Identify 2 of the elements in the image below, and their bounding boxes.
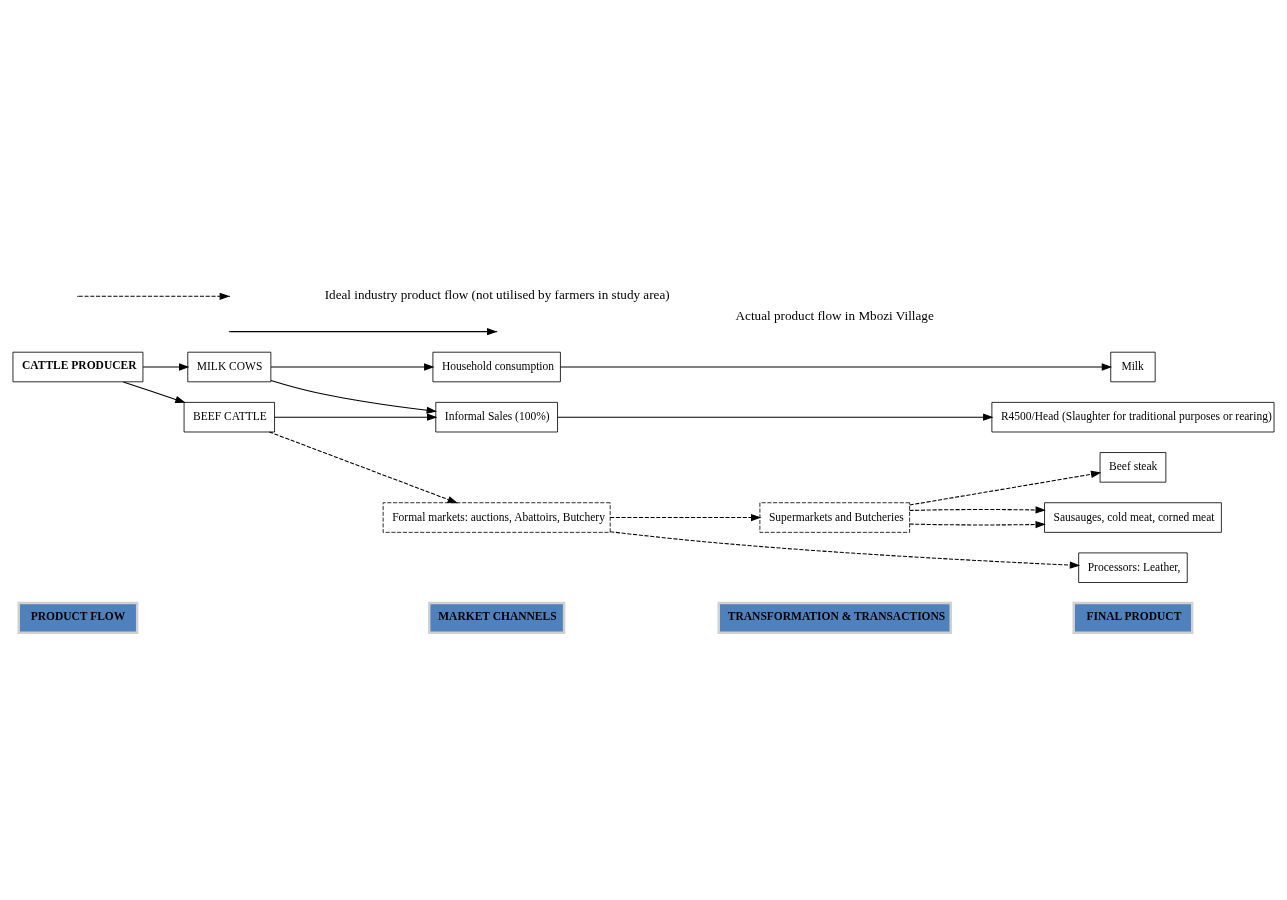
legend-label: Actual product flow in Mbozi Village: [735, 307, 934, 323]
legend-label: Ideal industry product flow (not utilised by farmers in study area): [324, 286, 670, 302]
